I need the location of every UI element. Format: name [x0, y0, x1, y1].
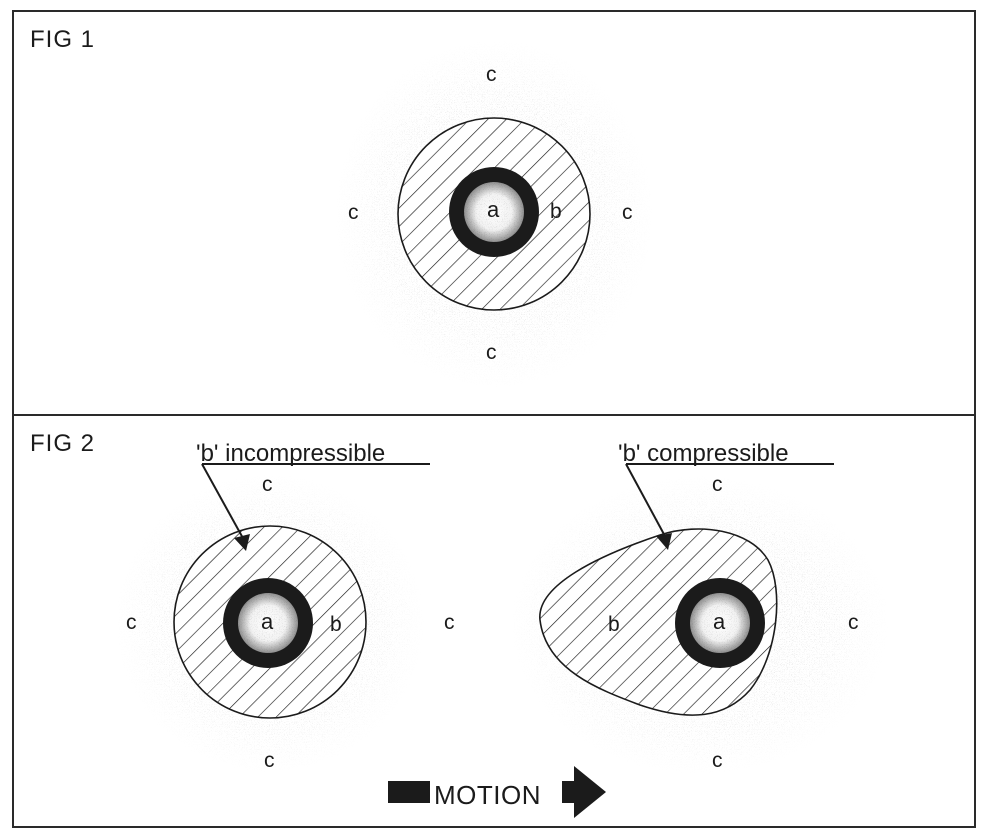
motion-bar-left	[388, 781, 430, 803]
fig2-left-callout-arrowhead	[234, 534, 250, 551]
fig2-left-label-b: b	[330, 613, 342, 636]
fig2-right-label-a: a	[713, 609, 726, 634]
fig1-label-c-top: c	[486, 63, 497, 86]
fig2-left-label-a: a	[261, 609, 274, 634]
fig2-right-label-c-bottom: c	[712, 749, 723, 772]
right-arrow-icon	[562, 766, 606, 818]
fig1-label-c-left: c	[348, 201, 359, 224]
fig2-right-shell-b	[539, 528, 778, 716]
motion-indicator	[388, 766, 606, 818]
fig2-right-label-b: b	[608, 613, 620, 636]
fig2-left-label-c-bottom: c	[264, 749, 275, 772]
fig1-title: FIG 1	[30, 26, 96, 53]
fig1-label-b: b	[550, 200, 562, 223]
fig2-right-callout-arrowhead	[656, 533, 672, 550]
fig2-right-callout-leader	[625, 463, 667, 539]
motion-label: MOTION	[434, 780, 541, 810]
figure-frame	[12, 10, 976, 828]
fig2-left-core-grain	[238, 593, 298, 653]
fig2-left-callout-leader	[201, 463, 245, 541]
fig1-label-c-bottom: c	[486, 341, 497, 364]
fig2-right-core-grain	[690, 593, 750, 653]
fig1-diagram	[334, 39, 654, 389]
fig2-right-label-c-top: c	[712, 473, 723, 496]
fig2-right-callout-text: 'b' compressible	[618, 440, 789, 467]
fig1-label-a: a	[487, 197, 500, 222]
fig2-left-label-c-top: c	[262, 473, 273, 496]
fig2-right-label-c-right: c	[848, 611, 859, 634]
fig2-right-diagram	[510, 463, 890, 775]
panel-divider	[12, 414, 976, 416]
fig2-title: FIG 2	[30, 430, 96, 457]
fig1-label-c-right: c	[622, 201, 633, 224]
fig2-left-callout-text: 'b' incompressible	[196, 440, 386, 467]
fig2-left-diagram	[115, 463, 430, 773]
fig2-left-label-c-left: c	[126, 611, 137, 634]
fig1-core-grain	[464, 182, 524, 242]
fig2-left-label-c-right: c	[444, 611, 455, 634]
